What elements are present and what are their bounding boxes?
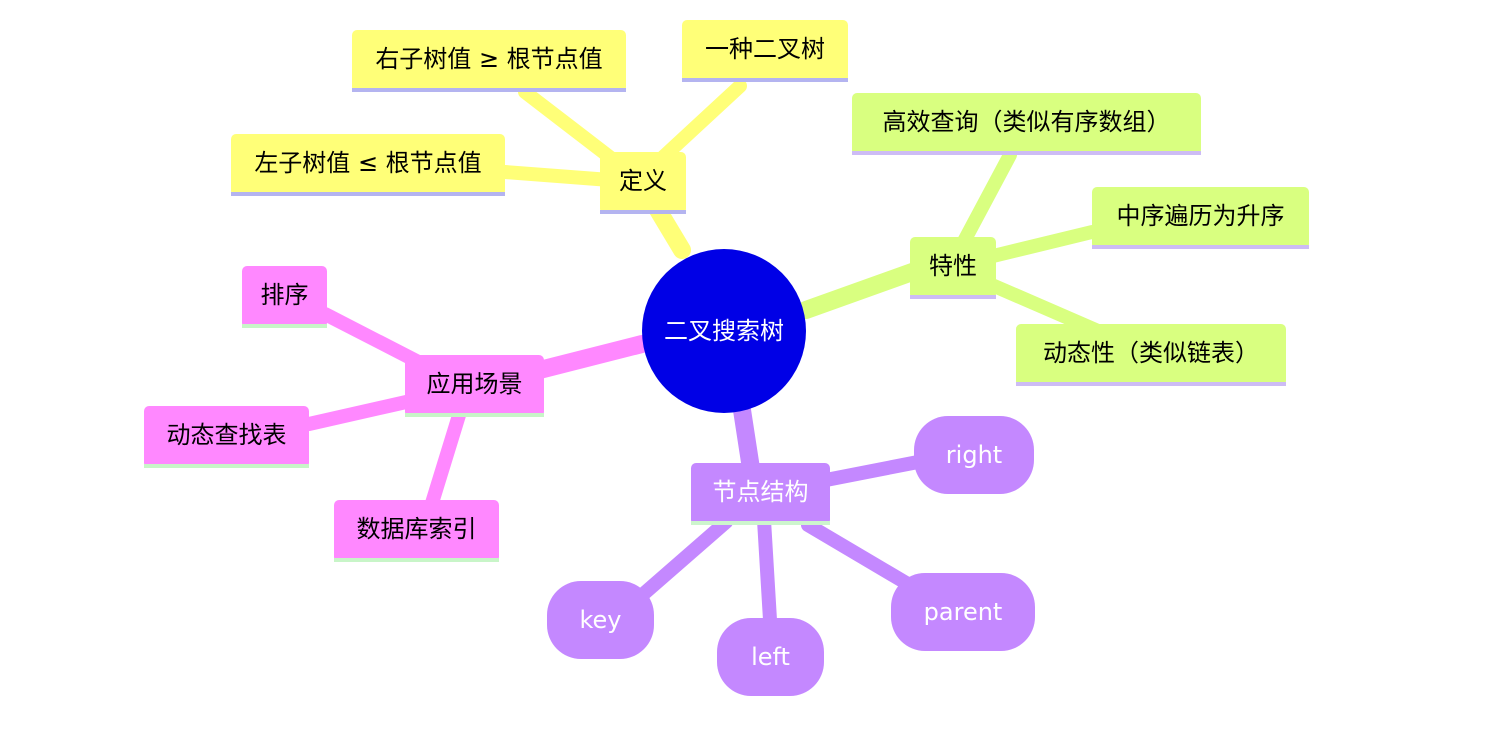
leaf-node-definition-0-shape [352,30,626,92]
leaf-node-applications-2-underline [334,558,499,562]
leaf-node-applications-2-shape [334,500,499,562]
leaf-node-definition-1-underline [682,78,848,82]
leaf-node-structure-3: key [547,581,654,659]
leaf-node-structure-1: parent [891,573,1035,651]
leaf-node-structure-3-label: key [579,606,621,634]
leaf-node-structure-0: right [914,416,1034,494]
leaf-node-applications-0-underline [242,324,327,328]
leaf-node-properties-1-label: 中序遍历为升序 [1117,202,1285,230]
leaf-node-definition-0: 右子树值 ≥ 根节点值 [352,30,626,92]
leaf-node-structure-0-label: right [946,441,1002,469]
leaf-node-properties-0-label: 高效查询（类似有序数组） [883,108,1171,136]
branch-node-applications-shape [405,355,544,417]
leaf-node-properties-1-shape [1092,187,1309,249]
edge-applications-1 [302,393,422,431]
edge-structure-0 [819,455,925,487]
root-node-label: 二叉搜索树 [664,317,784,345]
leaf-node-definition-0-underline [352,88,626,92]
leaf-node-applications-1-underline [144,464,309,468]
leaf-node-definition-2-underline [231,192,505,196]
branch-node-definition: 定义 [600,152,686,214]
leaf-node-applications-1: 动态查找表 [144,406,309,468]
leaf-node-definition-2-shape [231,134,505,196]
branch-node-structure-underline [691,521,830,525]
edge-definition-2 [498,165,617,187]
edge-structure-3 [633,515,733,604]
edge-properties-1 [978,225,1099,265]
branch-node-definition-shape [600,152,686,214]
branch-node-properties-label: 特性 [929,252,977,280]
leaf-node-properties-1: 中序遍历为升序 [1092,187,1309,249]
leaf-node-structure-2-label: left [751,643,790,671]
leaf-node-definition-1-label: 一种二叉树 [705,35,825,63]
branch-node-properties: 特性 [910,237,996,299]
leaf-node-applications-1-label: 动态查找表 [167,421,287,449]
leaf-node-applications-1-shape [144,406,309,468]
leaf-node-structure-2: left [717,618,824,696]
leaf-node-definition-2: 左子树值 ≤ 根节点值 [231,134,505,196]
branch-node-applications: 应用场景 [405,355,544,417]
branch-node-definition-label: 定义 [619,167,667,195]
leaf-node-structure-0-shape [914,416,1034,494]
leaf-node-properties-0-underline [852,151,1201,155]
leaf-node-structure-2-shape [717,618,824,696]
edge-applications-2 [425,405,467,510]
leaf-node-definition-1: 一种二叉树 [682,20,848,82]
branch-node-properties-shape [910,237,996,299]
edge-definition-1 [653,79,747,167]
root-node: 二叉搜索树 [642,249,806,413]
leaf-node-applications-0: 排序 [242,266,327,328]
root-node-circle [642,249,806,413]
leaf-node-properties-2: 动态性（类似链表） [1016,324,1286,386]
branch-node-structure-label: 节点结构 [713,478,809,506]
branch-node-definition-underline [600,210,686,214]
leaf-node-definition-2-label: 左子树值 ≤ 根节点值 [254,149,481,177]
leaf-node-applications-0-label: 排序 [261,281,309,309]
leaf-node-applications-2: 数据库索引 [334,500,499,562]
branch-node-structure: 节点结构 [691,463,830,525]
branch-node-structure-shape [691,463,830,525]
leaf-node-structure-3-shape [547,581,654,659]
leaf-node-structure-1-label: parent [924,598,1003,626]
leaf-node-properties-2-underline [1016,382,1286,386]
leaf-node-definition-1-shape [682,20,848,82]
leaf-node-structure-1-shape [891,573,1035,651]
leaf-node-properties-0: 高效查询（类似有序数组） [852,93,1201,155]
branch-node-applications-underline [405,413,544,417]
branch-node-properties-underline [910,295,996,299]
leaf-node-properties-1-underline [1092,245,1309,249]
branch-node-applications-label: 应用场景 [427,370,523,398]
edge-structure-2 [757,513,777,627]
leaf-node-properties-2-shape [1016,324,1286,386]
leaf-node-applications-0-shape [242,266,327,328]
leaf-node-properties-2-label: 动态性（类似链表） [1043,339,1259,367]
leaf-node-properties-0-shape [852,93,1201,155]
edge-properties-0 [955,148,1017,252]
edge-structure-1 [801,518,925,597]
leaf-node-definition-0-label: 右子树值 ≥ 根节点值 [375,45,602,73]
leaf-node-applications-2-label: 数据库索引 [357,515,477,543]
